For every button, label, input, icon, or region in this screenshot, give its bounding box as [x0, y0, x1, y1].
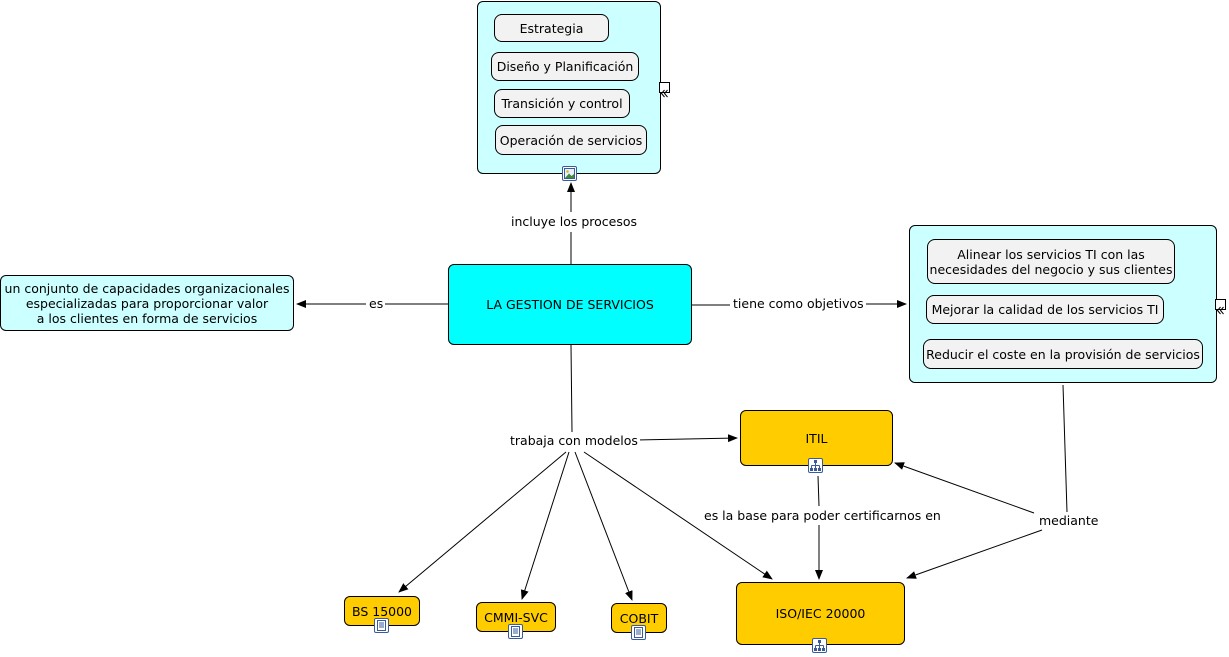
objective-align[interactable]: Alinear los servicios TI con las necesid… [927, 239, 1175, 284]
link-label-base: es la base para poder certificarnos en [702, 508, 943, 523]
link-label-objectives: tiene como objetivos [731, 296, 866, 311]
link-label-includes: incluye los procesos [509, 214, 640, 229]
concept-map-icon[interactable] [808, 458, 823, 473]
objective-quality[interactable]: Mejorar la calidad de los servicios TI [926, 295, 1164, 324]
iso-node[interactable]: ISO/IEC 20000 [736, 582, 905, 645]
main-concept[interactable]: LA GESTION DE SERVICIOS [448, 264, 692, 345]
concept-map-icon[interactable] [812, 638, 827, 653]
document-icon[interactable] [631, 625, 646, 640]
bs15000-node[interactable]: BS 15000 [344, 596, 420, 626]
process-operation[interactable]: Operación de servicios [495, 125, 647, 155]
document-icon[interactable] [374, 618, 389, 633]
image-icon[interactable] [562, 166, 577, 181]
definition-node[interactable]: un conjunto de capacidades organizaciona… [0, 275, 294, 331]
link-label-through: mediante [1037, 513, 1101, 528]
collapse-icon[interactable] [1215, 299, 1226, 315]
process-strategy[interactable]: Estrategia [494, 14, 609, 42]
itil-node[interactable]: ITIL [740, 410, 893, 466]
document-icon[interactable] [508, 624, 523, 639]
objective-cost[interactable]: Reducir el coste en la provisión de serv… [923, 339, 1203, 369]
process-transition[interactable]: Transición y control [494, 89, 630, 118]
link-label-works-with: trabaja con modelos [508, 433, 640, 448]
link-label-is: es [367, 296, 386, 311]
collapse-icon[interactable] [659, 82, 670, 98]
process-design[interactable]: Diseño y Planificación [491, 52, 639, 81]
